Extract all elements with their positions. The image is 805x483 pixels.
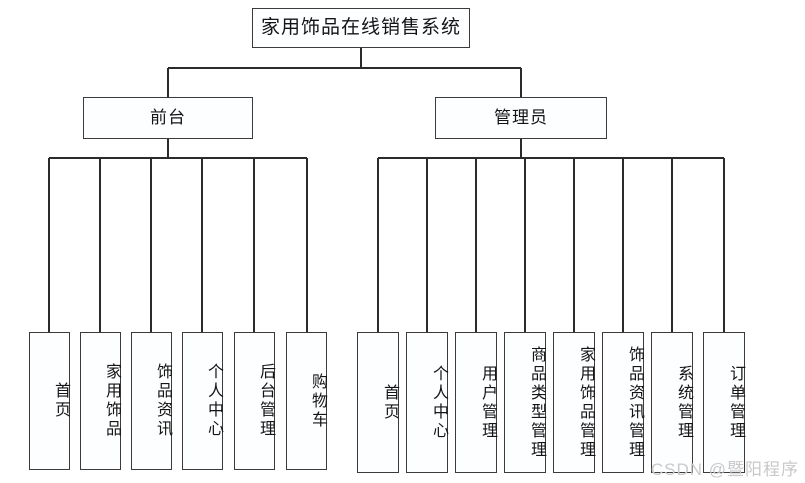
node-leaf-front-3[interactable]: 饰品资讯 [131,332,172,470]
node-root[interactable]: 家用饰品在线销售系统 [252,8,470,48]
node-leaf-admin-7[interactable]: 系统管理 [651,332,693,473]
node-leaf-admin-7-label: 系统管理 [675,364,692,441]
node-leaf-admin-4[interactable]: 商品类型管理 [504,332,546,473]
node-branch-front[interactable]: 前台 [83,97,253,139]
node-leaf-admin-2-label: 个人中心 [430,364,447,441]
node-leaf-admin-8[interactable]: 订单管理 [703,332,745,473]
node-leaf-admin-2[interactable]: 个人中心 [406,332,448,473]
node-branch-admin[interactable]: 管理员 [435,97,607,139]
node-leaf-admin-5[interactable]: 家用饰品管理 [553,332,595,473]
node-leaf-admin-8-label: 订单管理 [727,364,744,441]
node-leaf-front-6-label: 购物车 [309,372,326,430]
node-leaf-admin-6[interactable]: 饰品资讯管理 [602,332,644,473]
node-leaf-admin-6-label: 饰品资讯管理 [626,345,643,460]
node-leaf-front-3-label: 饰品资讯 [154,363,171,439]
node-leaf-front-4-label: 个人中心 [205,363,222,439]
node-leaf-front-5-label: 后台管理 [257,363,274,439]
node-leaf-front-2-label: 家用饰品 [103,363,120,439]
node-leaf-admin-4-label: 商品类型管理 [528,345,545,460]
node-leaf-front-1[interactable]: 首页 [29,332,70,470]
node-leaf-admin-3-label: 用户管理 [479,364,496,441]
node-root-label: 家用饰品在线销售系统 [260,17,461,39]
node-leaf-front-2[interactable]: 家用饰品 [80,332,121,470]
node-branch-front-label: 前台 [150,108,186,128]
csdn-watermark: CSDN @暨阳程序 [650,460,799,479]
node-leaf-front-1-label: 首页 [52,382,69,420]
node-leaf-admin-1-label: 首页 [381,383,398,422]
node-leaf-admin-3[interactable]: 用户管理 [455,332,497,473]
node-leaf-admin-1[interactable]: 首页 [357,332,399,473]
node-leaf-front-5[interactable]: 后台管理 [234,332,275,470]
node-branch-admin-label: 管理员 [494,108,548,128]
node-leaf-front-4[interactable]: 个人中心 [182,332,223,470]
node-leaf-front-6[interactable]: 购物车 [286,332,327,470]
node-leaf-admin-5-label: 家用饰品管理 [577,345,594,460]
